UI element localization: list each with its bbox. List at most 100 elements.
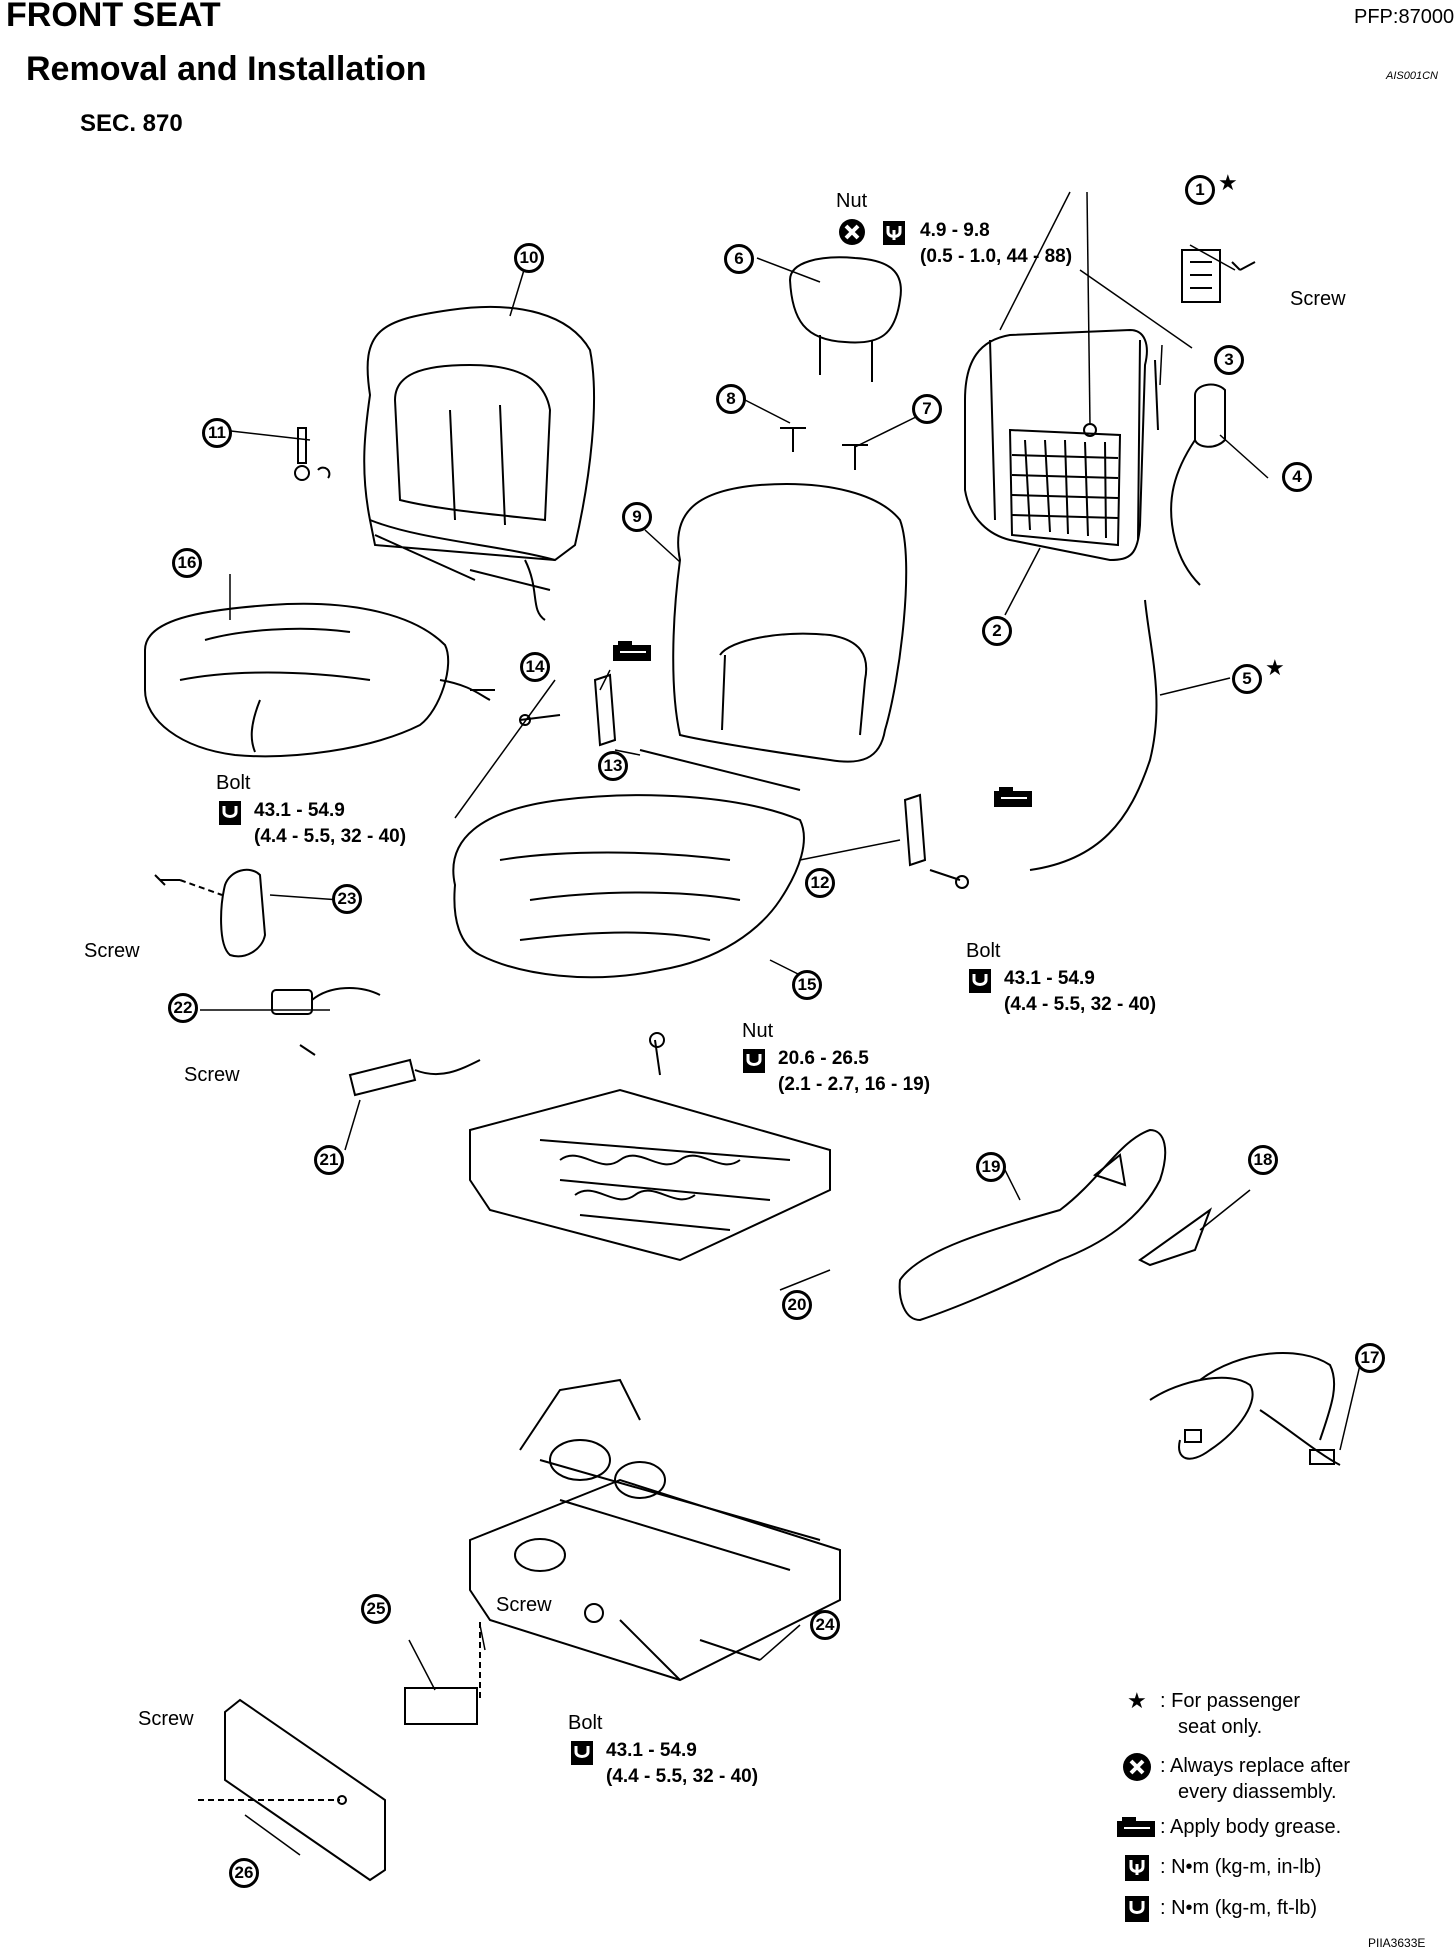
seat-adjuster-drawing bbox=[470, 1380, 840, 1680]
torque-right-value: 43.1 - 54.9 bbox=[1004, 968, 1095, 989]
callout-22: 22 bbox=[168, 993, 198, 1023]
legend-star-line1: : For passenger bbox=[1160, 1690, 1301, 1712]
headrest-drawing bbox=[790, 257, 901, 382]
harness-17-drawing bbox=[1150, 1353, 1340, 1465]
torque-mid-alt: (2.1 - 2.7, 16 - 19) bbox=[778, 1074, 931, 1095]
airbag-module-drawing bbox=[1171, 385, 1225, 585]
doc-code: AIS001CN bbox=[1386, 70, 1438, 82]
bracket-12-drawing bbox=[905, 795, 968, 888]
torque-inlb-icon bbox=[1125, 1855, 1149, 1881]
headrest-guides-drawing bbox=[780, 428, 868, 470]
torque-bottom-value: 43.1 - 54.9 bbox=[606, 1740, 697, 1761]
legend-nm-inlb: : N•m (kg-m, in-lb) bbox=[1160, 1856, 1322, 1878]
torque-top-value: 4.9 - 9.8 bbox=[920, 220, 990, 241]
star-icon: ★ bbox=[1265, 655, 1285, 680]
torque-inlb-icon bbox=[883, 221, 905, 245]
callout-25: 25 bbox=[361, 1594, 391, 1624]
switch-21-drawing bbox=[300, 1045, 480, 1095]
harness-5-drawing bbox=[1030, 600, 1156, 870]
callout-20: 20 bbox=[782, 1290, 812, 1320]
replace-icon bbox=[839, 219, 865, 245]
torque-ftlb-icon bbox=[743, 1049, 765, 1073]
screw-label-21: Screw bbox=[184, 1064, 240, 1086]
callout-2: 2 bbox=[982, 616, 1012, 646]
callout-6: 6 bbox=[724, 244, 754, 274]
torque-ftlb-icon bbox=[1125, 1896, 1149, 1922]
callout-8: 8 bbox=[716, 384, 746, 414]
star-icon: ★ bbox=[1218, 170, 1238, 195]
knob-18-drawing bbox=[1140, 1210, 1210, 1265]
cushion-frame-drawing bbox=[470, 1033, 830, 1260]
seatback-trim-drawing bbox=[364, 307, 594, 620]
grease-icon bbox=[994, 787, 1032, 807]
buckle-22-drawing bbox=[272, 988, 380, 1014]
bolt-label-right: Bolt bbox=[966, 940, 1001, 962]
pfp-code: PFP:87000 bbox=[1354, 6, 1455, 28]
callout-13: 13 bbox=[598, 751, 628, 781]
cover-26-drawing bbox=[225, 1700, 385, 1880]
callout-7: 7 bbox=[912, 394, 942, 424]
torque-ftlb-icon bbox=[219, 801, 241, 825]
torque-top-alt: (0.5 - 1.0, 44 - 88) bbox=[920, 246, 1073, 267]
nut-label-mid: Nut bbox=[742, 1020, 774, 1042]
torque-ftlb-icon bbox=[571, 1741, 593, 1765]
callout-19: 19 bbox=[976, 1152, 1006, 1182]
seatback-pad-drawing bbox=[673, 484, 906, 762]
side-finisher-drawing bbox=[900, 1130, 1166, 1320]
grease-icon bbox=[1117, 1817, 1155, 1837]
finisher-23-drawing bbox=[155, 870, 265, 957]
callout-12: 12 bbox=[805, 868, 835, 898]
nut-label-top: Nut bbox=[836, 190, 868, 212]
page-title: FRONT SEAT bbox=[6, 0, 221, 34]
clip-drawing bbox=[295, 428, 329, 480]
leader-lines bbox=[200, 192, 1360, 1855]
section-number: SEC. 870 bbox=[80, 110, 183, 137]
screw-label-25: Screw bbox=[496, 1594, 552, 1616]
legend-replace-line1: : Always replace after bbox=[1160, 1755, 1351, 1777]
callout-23: 23 bbox=[332, 884, 362, 914]
footer-code: PIIA3633E bbox=[1368, 1936, 1426, 1950]
cover-drawing bbox=[1182, 250, 1220, 302]
callout-17: 17 bbox=[1355, 1343, 1385, 1373]
legend-nm-ftlb: : N•m (kg-m, ft-lb) bbox=[1160, 1897, 1317, 1919]
torque-left-alt: (4.4 - 5.5, 32 - 40) bbox=[254, 826, 407, 847]
callout-5: 5 bbox=[1232, 664, 1262, 694]
callout-14: 14 bbox=[520, 652, 550, 682]
callout-1: 1 bbox=[1185, 175, 1215, 205]
callout-9: 9 bbox=[622, 502, 652, 532]
legend-star-line2: seat only. bbox=[1178, 1716, 1263, 1738]
cushion-trim-drawing bbox=[145, 604, 495, 756]
grease-icon bbox=[613, 641, 651, 661]
torque-right-alt: (4.4 - 5.5, 32 - 40) bbox=[1004, 994, 1157, 1015]
bolt-label-left: Bolt bbox=[216, 772, 251, 794]
page-subtitle: Removal and Installation bbox=[26, 50, 427, 88]
screw-label-26: Screw bbox=[138, 1708, 194, 1730]
seatback-frame-drawing bbox=[965, 330, 1147, 560]
cushion-pad-drawing bbox=[453, 795, 804, 977]
stud-drawing bbox=[1155, 360, 1158, 430]
callout-26: 26 bbox=[229, 1858, 259, 1888]
callout-4: 4 bbox=[1282, 462, 1312, 492]
bracket-14-drawing bbox=[520, 675, 615, 745]
star-icon: ★ bbox=[1127, 1688, 1147, 1713]
torque-bottom-alt: (4.4 - 5.5, 32 - 40) bbox=[606, 1766, 759, 1787]
screw-label-1: Screw bbox=[1290, 288, 1346, 310]
legend-replace-line2: every diassembly. bbox=[1178, 1781, 1337, 1803]
legend-grease: : Apply body grease. bbox=[1160, 1816, 1342, 1838]
replace-icon bbox=[1123, 1753, 1151, 1781]
callout-3: 3 bbox=[1214, 345, 1244, 375]
callout-10: 10 bbox=[514, 243, 544, 273]
callout-11: 11 bbox=[202, 418, 232, 448]
callout-15: 15 bbox=[792, 970, 822, 1000]
screw-label-23: Screw bbox=[84, 940, 140, 962]
torque-left-value: 43.1 - 54.9 bbox=[254, 800, 345, 821]
callout-16: 16 bbox=[172, 548, 202, 578]
bolt-label-bottom: Bolt bbox=[568, 1712, 603, 1734]
wire-13-drawing bbox=[640, 750, 800, 790]
callout-21: 21 bbox=[314, 1145, 344, 1175]
callout-18: 18 bbox=[1248, 1145, 1278, 1175]
cover-25-drawing bbox=[405, 1688, 477, 1724]
torque-mid-value: 20.6 - 26.5 bbox=[778, 1048, 869, 1069]
torque-ftlb-icon bbox=[969, 969, 991, 993]
